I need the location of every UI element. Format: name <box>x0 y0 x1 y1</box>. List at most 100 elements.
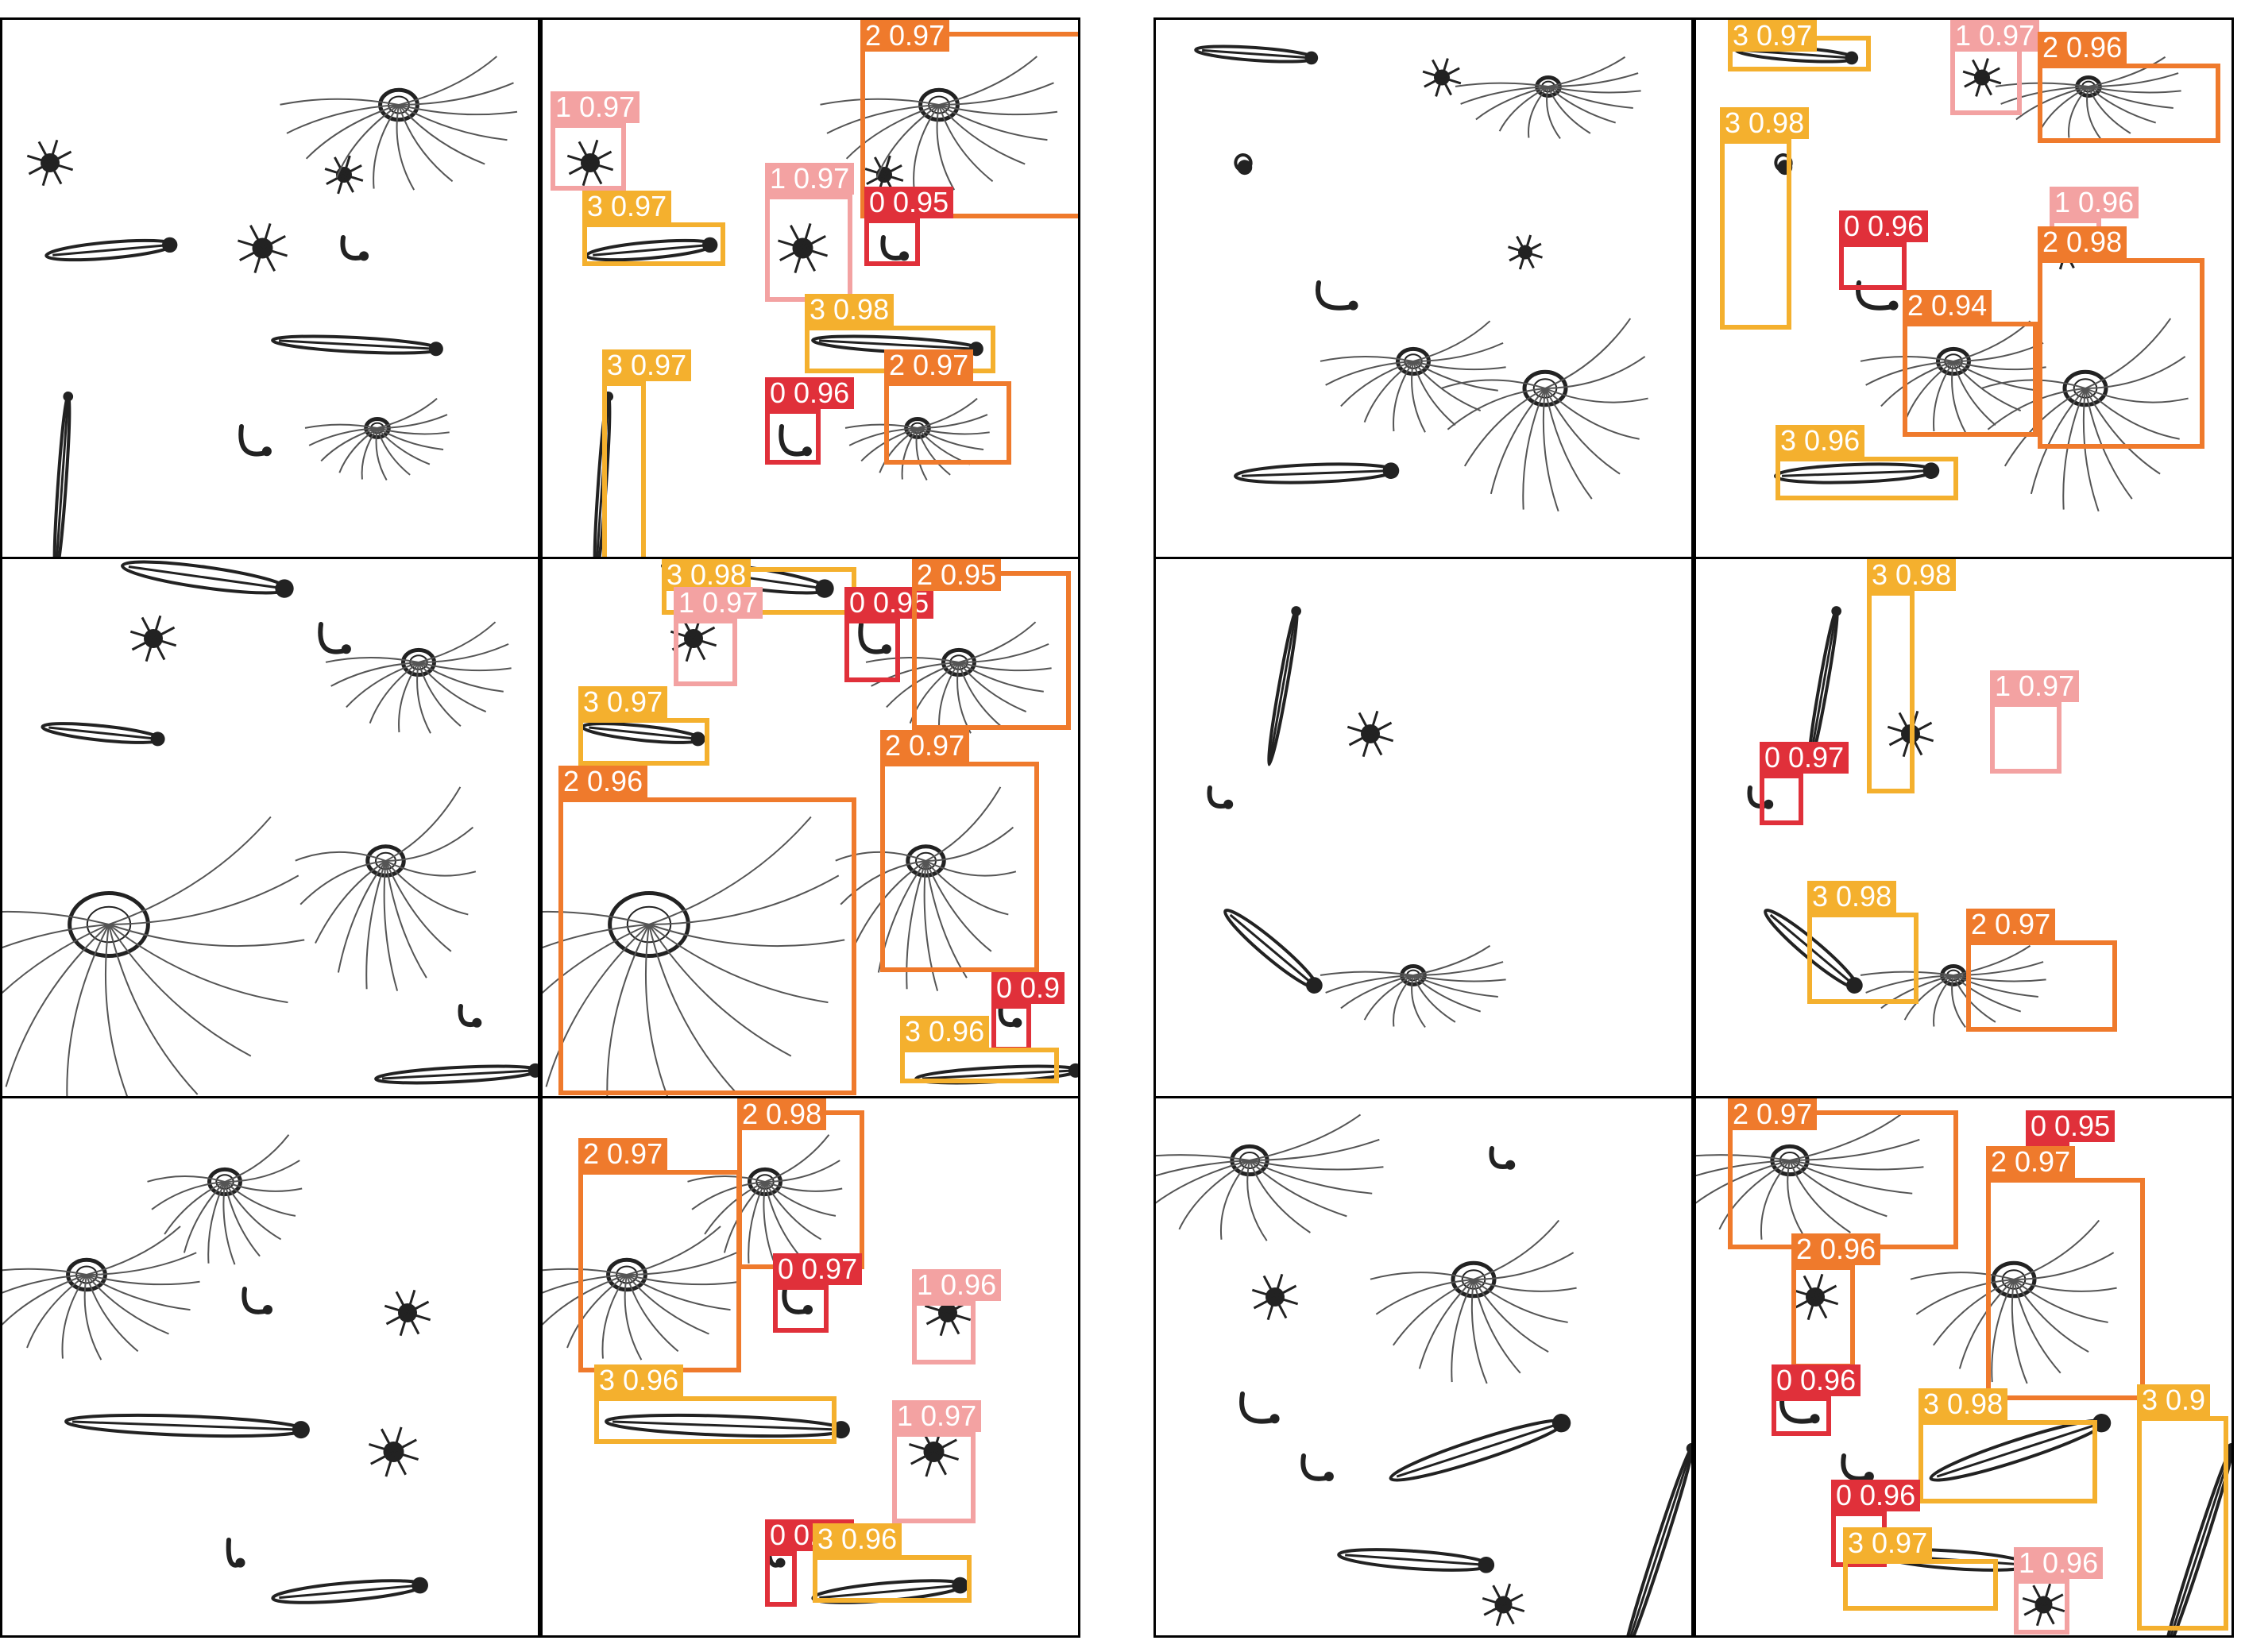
medusa-organism <box>2 816 305 1096</box>
detection-box <box>892 1432 976 1523</box>
rod-organism <box>1621 1442 1691 1635</box>
plankton-scene <box>1747 606 2046 1029</box>
copepod-organism <box>2022 1583 2065 1627</box>
detection-label: 2 0.97 <box>578 1138 668 1170</box>
small-organism <box>998 1004 1022 1028</box>
small-organism <box>242 1287 272 1314</box>
detection-label: 3 0.96 <box>1776 425 1865 457</box>
small-organism <box>880 235 910 261</box>
rod-organism <box>41 722 165 747</box>
detection-box <box>1990 702 2061 774</box>
copepod-organism <box>1251 1273 1299 1321</box>
rod-organism <box>581 722 705 747</box>
detection-box <box>912 1301 976 1364</box>
detection-label: 1 0.97 <box>1990 670 2080 702</box>
raw-image-panel-2 <box>1153 17 1694 559</box>
detection-label: 0 0.9 <box>991 972 1065 1004</box>
detection-label: 3 0.9 <box>2137 1384 2211 1416</box>
detection-label: 2 0.97 <box>1986 1146 2076 1178</box>
detection-box <box>864 218 920 266</box>
rod-organism <box>64 1413 310 1439</box>
rod-organism <box>1266 606 1302 766</box>
detection-box <box>1760 774 1803 825</box>
raw-image-panel-5 <box>0 1096 540 1638</box>
raw-image-panel-1 <box>0 17 540 559</box>
detection-box <box>594 1396 837 1444</box>
detection-box <box>582 222 725 266</box>
small-organism <box>1300 1453 1334 1481</box>
copepod-organism <box>238 223 288 273</box>
detection-label: 1 0.96 <box>2050 187 2139 218</box>
detection-label: 2 0.94 <box>1903 290 1992 322</box>
detection-box <box>912 571 1071 730</box>
detection-label: 3 0.97 <box>1728 20 1818 52</box>
small-organism <box>1239 1391 1280 1424</box>
copepod-organism <box>1482 1583 1525 1627</box>
detection-label: 3 0.98 <box>805 294 895 326</box>
detection-box <box>1918 1420 2097 1503</box>
copepod-organism <box>778 223 828 273</box>
detection-label: 3 0.97 <box>1843 1527 1933 1559</box>
copepod-organism <box>26 139 74 187</box>
rod-organism <box>1389 1414 1571 1482</box>
detection-box <box>900 1048 1059 1083</box>
small-organism <box>318 622 351 654</box>
rod-organism <box>44 237 178 262</box>
plankton-scene <box>1156 1114 1691 1635</box>
medusa-organism <box>844 397 990 481</box>
plankton-scene <box>1194 44 1648 512</box>
detection-box <box>1720 139 1791 330</box>
rod-organism <box>1337 1548 1495 1573</box>
rod-organism <box>52 391 74 557</box>
copepod-organism <box>1422 58 1462 97</box>
detection-box <box>674 619 737 686</box>
detection-box <box>991 1004 1031 1052</box>
detection-box <box>765 1551 797 1607</box>
medusa-organism <box>325 621 512 734</box>
small-organism <box>238 424 272 457</box>
detection-box <box>765 409 821 465</box>
medusa-organism <box>147 1134 303 1265</box>
detection-box <box>884 381 1011 465</box>
detection-box <box>1807 913 1918 1004</box>
detection-label: 0 0.95 <box>2026 1110 2116 1142</box>
raw-image-panel-4 <box>1153 557 1694 1098</box>
detection-box <box>1986 1178 2145 1400</box>
detection-label: 2 0.97 <box>1728 1098 1818 1130</box>
detection-label: 1 0.97 <box>551 91 640 123</box>
medusa-organism <box>543 1225 740 1361</box>
detection-box <box>1772 1396 1831 1436</box>
detection-label: 1 0.97 <box>892 1400 982 1432</box>
detection-label: 3 0.97 <box>578 686 668 718</box>
rod-organism <box>1234 462 1400 484</box>
detection-label: 3 0.96 <box>813 1523 902 1555</box>
detection-box <box>578 718 709 766</box>
detection-box <box>602 381 646 557</box>
detection-label: 2 0.98 <box>2038 226 2127 258</box>
medusa-organism <box>280 56 518 191</box>
detection-box <box>844 619 900 682</box>
detection-box <box>1950 44 2022 115</box>
medusa-organism <box>1910 1219 2117 1384</box>
detection-label: 1 0.97 <box>674 587 763 619</box>
detection-label: 3 0.98 <box>1720 107 1810 139</box>
medusa-organism <box>2 1225 200 1361</box>
detection-label: 2 0.97 <box>884 349 974 381</box>
small-organism <box>779 424 812 457</box>
rod-organism <box>2162 1442 2231 1635</box>
detection-label: 0 0.96 <box>1839 210 1929 242</box>
detection-label: 2 0.96 <box>2038 32 2127 64</box>
small-organism <box>226 1538 245 1568</box>
medusa-organism <box>295 786 477 991</box>
medusa-organism <box>1320 320 1506 433</box>
rod-organism <box>605 1413 850 1439</box>
detection-label: 3 0.96 <box>594 1364 684 1396</box>
medusa-organism <box>1455 56 1641 140</box>
medusa-organism <box>1370 1219 1577 1384</box>
plankton-scene <box>2 560 538 1096</box>
detection-label: 0 0.97 <box>1760 742 1849 774</box>
detection-box <box>765 195 852 302</box>
